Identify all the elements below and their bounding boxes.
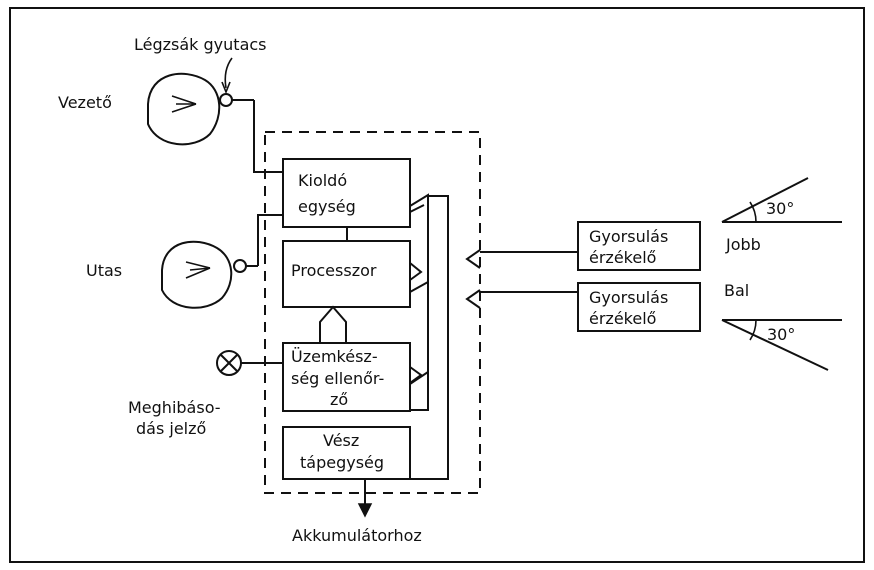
left-sensor-label-line2: érzékelő xyxy=(589,309,656,328)
readiness-to-processor-arrow xyxy=(319,305,347,343)
emergency-power-label-line2: tápegység xyxy=(300,453,384,472)
passenger-label: Utas xyxy=(86,261,122,280)
accumulator-label: Akkumulátorhoz xyxy=(292,526,422,545)
readiness-check-box: Üzemkész- ség ellenőr- ző xyxy=(282,342,411,412)
readiness-label-line2: ség ellenőr- xyxy=(291,369,384,388)
left-accel-sensor-box: Gyorsulás érzékelő xyxy=(577,282,701,332)
left-sensor-side-label: Bal xyxy=(724,281,749,300)
sensor-bus-return xyxy=(410,382,429,411)
sensor-bus-arrow-top xyxy=(409,204,425,213)
accumulator-arrowhead xyxy=(357,503,373,518)
trigger-unit-box: Kioldó egység xyxy=(282,158,411,228)
squib-pointer-head xyxy=(221,81,231,95)
fault-indicator-label-line1: Meghibáso- xyxy=(128,398,221,417)
right-sensor-side-label: Jobb xyxy=(725,235,761,254)
right-sensor-label-line1: Gyorsulás xyxy=(589,227,668,246)
right-sensor-input-chevron xyxy=(465,249,481,269)
sensor-bus-line-b xyxy=(410,195,449,480)
squib-pointer xyxy=(224,57,233,89)
left-angle-indicator: 30° xyxy=(721,319,842,371)
processor-label: Processzor xyxy=(291,261,377,280)
passenger-fuse-wire xyxy=(257,214,283,266)
emergency-power-label-line1: Vész xyxy=(323,431,359,450)
sensor-bus-line-a xyxy=(409,193,429,382)
right-accel-sensor-box: Gyorsulás érzékelő xyxy=(577,221,701,271)
squib-label: Légzsák gyutacs xyxy=(134,35,267,54)
trigger-unit-label-line1: Kioldó xyxy=(298,171,347,190)
driver-airbag-icon xyxy=(147,72,254,146)
driver-fuse-wire xyxy=(253,100,283,173)
passenger-airbag-icon xyxy=(161,240,258,309)
left-angle-label: 30° xyxy=(767,325,795,344)
sensor-bus-arrow-check xyxy=(409,366,423,384)
left-sensor-label-line1: Gyorsulás xyxy=(589,288,668,307)
fault-indicator-label-line2: dás jelző xyxy=(136,419,206,438)
sensor-bus-arrow-proc xyxy=(409,262,423,281)
trigger-unit-label-line2: egység xyxy=(298,197,356,216)
right-sensor-label-line2: érzékelő xyxy=(589,248,656,267)
readiness-label-line3: ző xyxy=(330,390,348,409)
readiness-label-line1: Üzemkész- xyxy=(291,347,378,366)
outer-frame xyxy=(9,7,865,563)
controller-enclosure xyxy=(264,131,481,494)
emergency-power-box: Vész tápegység xyxy=(282,426,411,480)
processor-box: Processzor xyxy=(282,240,411,308)
driver-label: Vezető xyxy=(58,93,112,112)
fault-lamp-icon xyxy=(216,350,242,376)
sensor-bus-branch-a xyxy=(409,281,429,293)
right-angle-label: 30° xyxy=(766,199,794,218)
right-angle-indicator: 30° xyxy=(721,177,842,223)
left-sensor-input-chevron xyxy=(465,289,481,309)
